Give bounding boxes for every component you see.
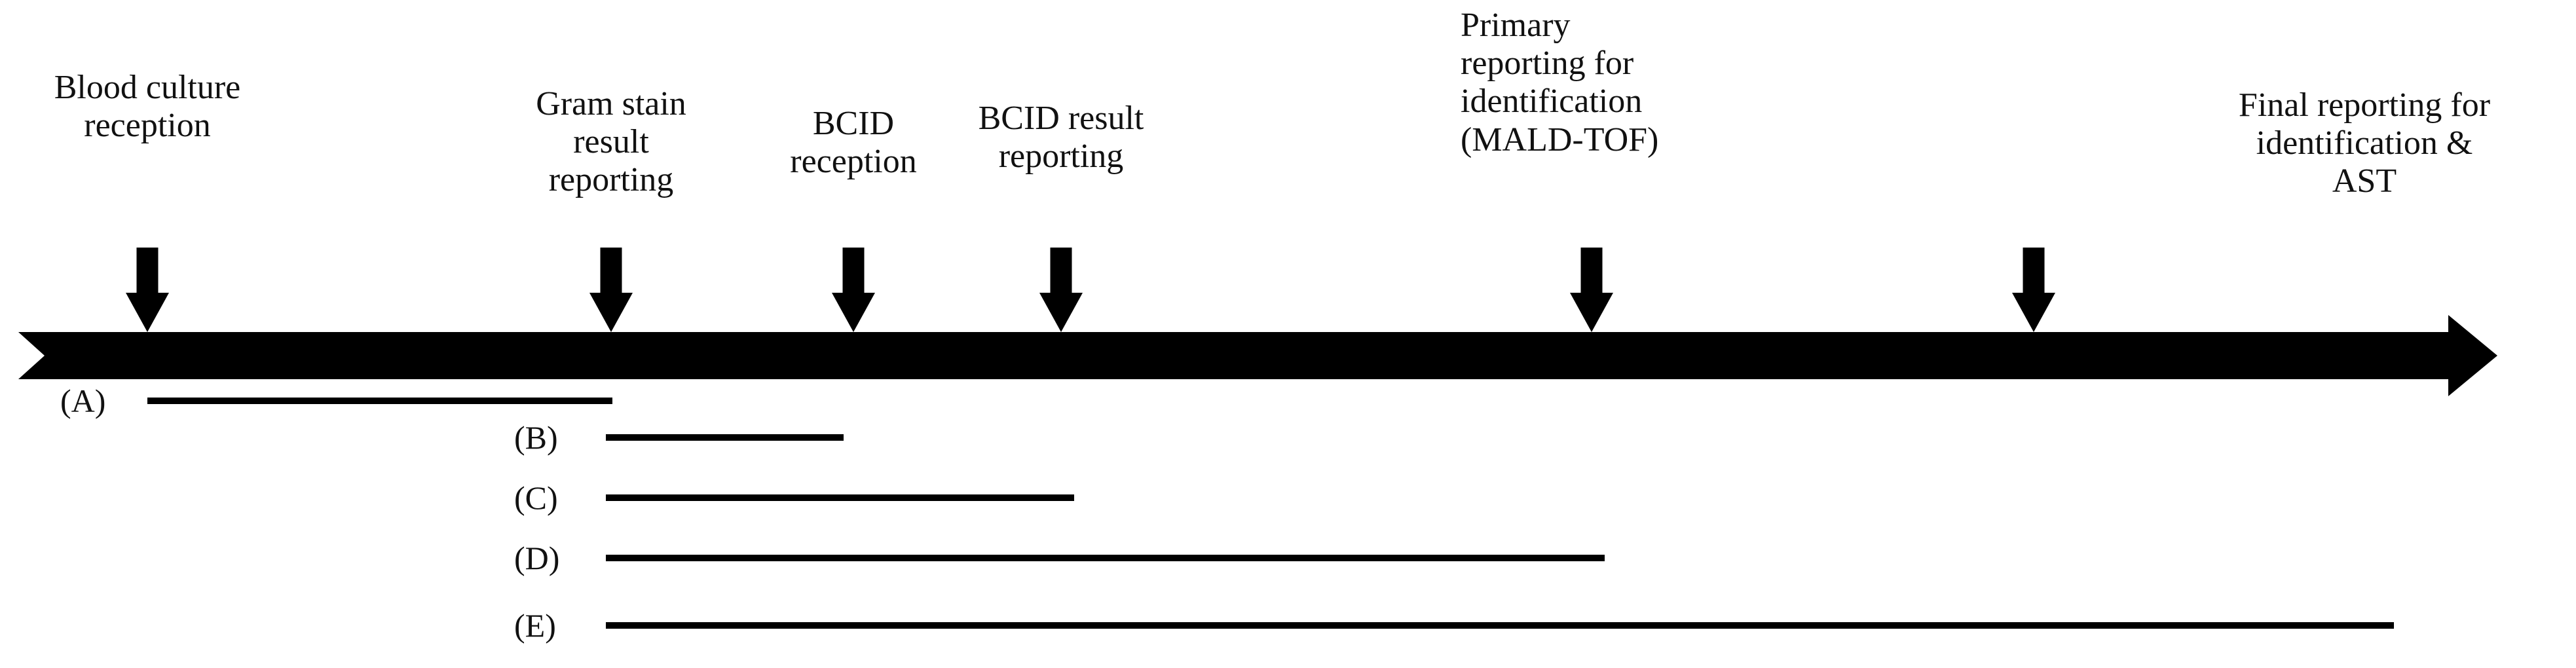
milestone-label-final-reporting-identification-ast: Final reporting for identification & AST <box>2238 86 2491 200</box>
arrow-shaft <box>136 248 159 295</box>
phase-key-e: (E) <box>514 607 556 644</box>
phase-key-d: (D) <box>514 540 560 576</box>
arrow-shaft <box>2023 248 2045 295</box>
milestone-label-gram-stain-result-reporting: Gram stain result reporting <box>536 85 686 199</box>
timeline-axis-bar <box>18 332 2450 379</box>
arrow-shaft <box>842 248 865 295</box>
phase-key-a: (A) <box>60 382 106 419</box>
phase-bar-a <box>147 398 612 404</box>
arrow-head-icon <box>2012 293 2055 332</box>
phase-row-a: (A) <box>0 381 2576 420</box>
phase-key-c: (C) <box>514 479 558 516</box>
arrow-head-icon <box>832 293 875 332</box>
arrow-head-icon <box>1570 293 1613 332</box>
phase-bar-d <box>606 555 1605 561</box>
timeline-axis-arrow-head-icon <box>2448 315 2497 396</box>
milestone-label-bcid-reception: BCID reception <box>790 105 917 181</box>
arrow-head-icon <box>1039 293 1083 332</box>
arrow-shaft <box>1580 248 1603 295</box>
timeline-axis-tail-notch <box>18 332 45 379</box>
tick-arrow-bcid-reception <box>810 248 897 332</box>
arrow-head-icon <box>589 293 633 332</box>
phase-bar-b <box>606 434 844 441</box>
tick-arrow-gram-stain-result-reporting <box>568 248 654 332</box>
phase-key-b: (B) <box>514 419 558 456</box>
arrow-head-icon <box>126 293 169 332</box>
tick-arrow-bcid-result-reporting <box>1018 248 1104 332</box>
phase-row-d: (D) <box>0 538 2576 578</box>
phase-bar-e <box>606 622 2394 629</box>
milestone-label-primary-reporting-identification: Primary reporting for identification (MA… <box>1461 7 1659 158</box>
phase-row-b: (B) <box>0 418 2576 457</box>
phase-row-e: (E) <box>0 606 2576 645</box>
phase-bar-c <box>606 494 1074 501</box>
arrow-shaft <box>1050 248 1072 295</box>
tick-arrow-final-reporting-identification-ast <box>1990 248 2077 332</box>
arrow-shaft <box>600 248 622 295</box>
milestone-label-blood-culture-reception: Blood culture reception <box>54 69 241 145</box>
tick-arrow-blood-culture-reception <box>104 248 191 332</box>
phase-row-c: (C) <box>0 478 2576 517</box>
tick-arrow-primary-reporting-identification <box>1548 248 1635 332</box>
milestone-label-bcid-result-reporting: BCID result reporting <box>978 100 1144 176</box>
